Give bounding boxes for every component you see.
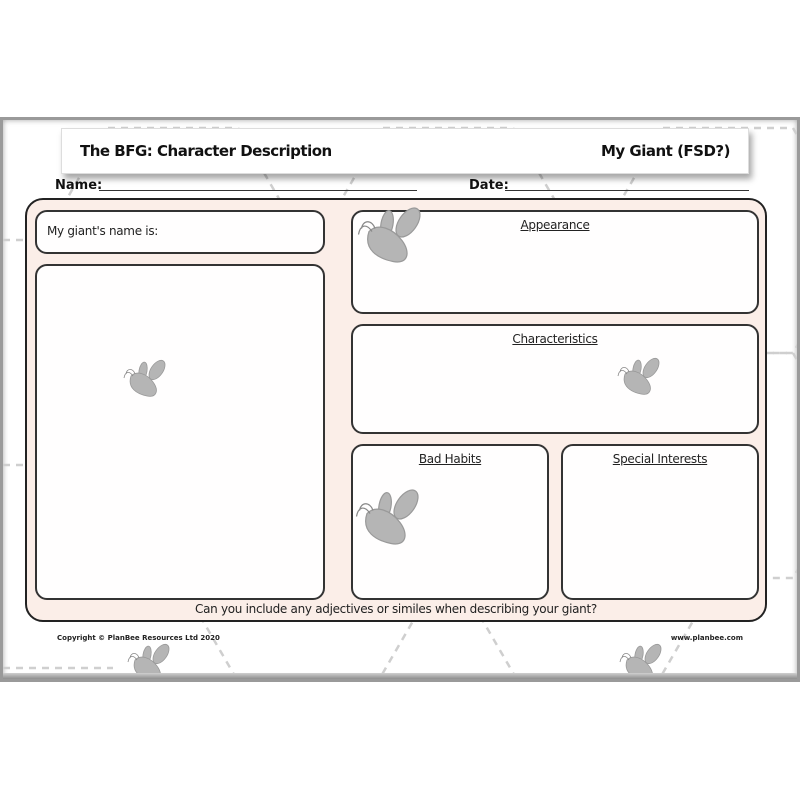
bee-icon [355, 489, 419, 545]
special-interests-box[interactable]: Special Interests [561, 444, 759, 600]
appearance-box[interactable]: Appearance [351, 207, 759, 314]
drawing-box[interactable] [35, 264, 325, 600]
characteristics-box[interactable]: Characteristics [351, 324, 759, 434]
bee-icon [619, 643, 662, 679]
appearance-heading: Appearance [520, 218, 590, 232]
bad-habits-heading: Bad Habits [418, 452, 482, 466]
date-label: Date: [469, 178, 509, 193]
worksheet-subtitle: My Giant (FSD?) [601, 142, 731, 160]
bee-icon [123, 359, 166, 397]
title-banner: The BFG: Character Description My Giant … [61, 128, 749, 174]
giant-name-box[interactable]: My giant's name is: [35, 210, 325, 254]
characteristics-heading: Characteristics [512, 332, 598, 346]
website-link[interactable]: www.planbee.com [670, 634, 743, 642]
special-interests-heading: Special Interests [612, 452, 708, 466]
name-label: Name: [55, 178, 103, 193]
name-field[interactable] [99, 190, 417, 191]
date-field[interactable] [505, 190, 749, 191]
giant-name-label: My giant's name is: [47, 224, 159, 238]
bee-icon [617, 357, 660, 395]
bee-icon [127, 643, 170, 679]
worksheet-title: The BFG: Character Description [80, 142, 332, 160]
copyright-text: Copyright © PlanBee Resources Ltd 2020 [57, 634, 220, 642]
prompt-text: Can you include any adjectives or simile… [195, 602, 597, 616]
bee-icon [357, 207, 421, 263]
bad-habits-box[interactable]: Bad Habits [351, 444, 549, 600]
worksheet-page: The BFG: Character Description My Giant … [0, 117, 800, 682]
content-panel: My giant's name is: Appearance [25, 198, 767, 622]
